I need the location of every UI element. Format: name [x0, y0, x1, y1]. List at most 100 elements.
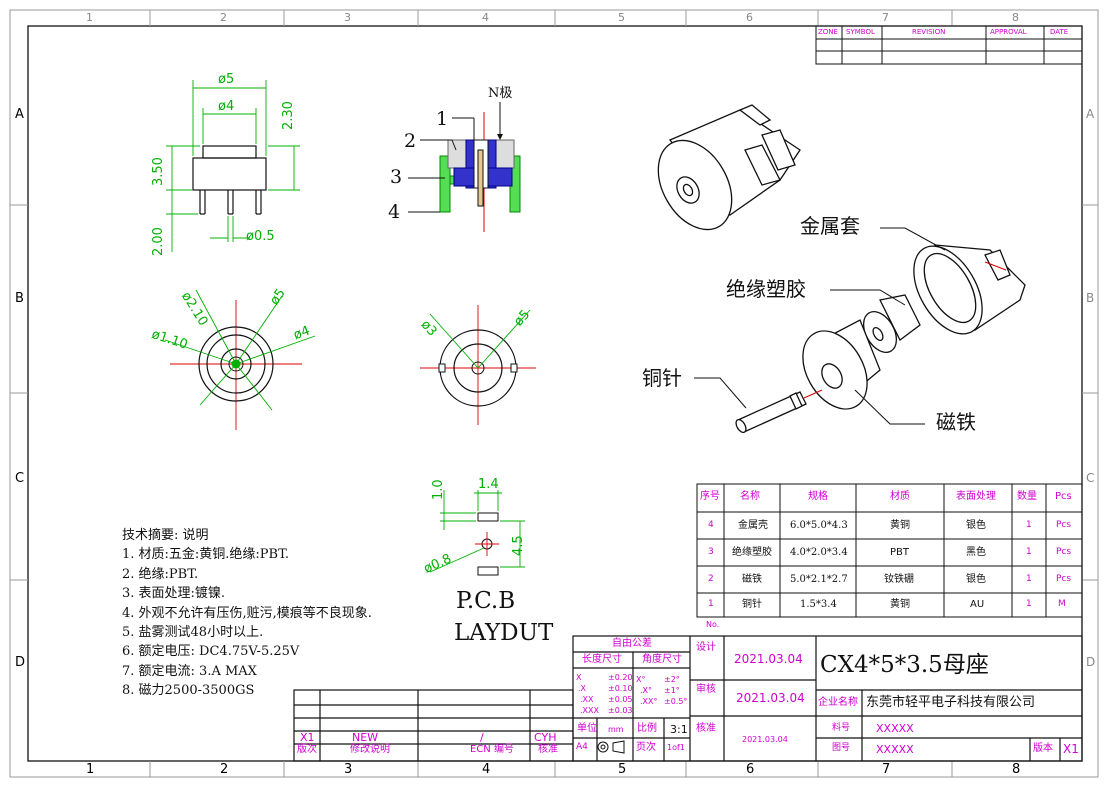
tol-len-key: .X — [578, 684, 587, 693]
bom-cell: Pcs — [1056, 547, 1072, 557]
tol-len-val: ±0.10 — [608, 684, 633, 693]
rev-head-approver: 核准 — [538, 744, 558, 755]
tech-notes: 技术摘要: 说明 1. 材质:五金:黄铜.绝缘:PBT. 2. 绝缘:PBT. … — [122, 526, 372, 701]
callout-2: 2 — [404, 130, 417, 152]
pcb-label-line2: LAYDUT — [454, 620, 554, 646]
bom-cell: 金属壳 — [738, 520, 768, 531]
zone-ticks — [10, 10, 1098, 777]
dim-p45: 4.5 — [511, 535, 526, 556]
rev-row-version: X1 — [300, 731, 315, 744]
scale-value: 3:1 — [670, 723, 688, 736]
bom-head-qty: 数量 — [1017, 491, 1037, 502]
rev-row-approver: CYH — [534, 731, 557, 744]
company-label: 企业名称 — [818, 697, 858, 708]
callout-1: 1 — [436, 108, 449, 130]
zone-label-bottom-4: 4 — [482, 762, 491, 777]
dim-h350: 3.50 — [151, 157, 166, 186]
bom-cell: 1 — [1026, 547, 1032, 557]
tol-len-val: ±0.05 — [608, 695, 633, 704]
scale-label: 比例 — [637, 723, 657, 734]
rev-head-approval: APPROVAL — [990, 28, 1027, 36]
bom-head-material: 材质 — [890, 491, 910, 502]
zone-label-left-b: B — [15, 291, 24, 306]
top-view-left — [164, 289, 316, 430]
tech-note-item: 4. 外观不允许有压伤,赃污,模痕等不良现象. — [122, 605, 372, 621]
bom-cell: 黑色 — [966, 547, 986, 558]
zone-label-bottom-6: 6 — [746, 762, 755, 777]
zone-label-bottom-3: 3 — [344, 762, 353, 777]
label-plastic: 绝缘塑胶 — [726, 277, 806, 301]
design-date: 2021.03.04 — [734, 652, 803, 666]
bom-cell: PBT — [890, 547, 909, 558]
callout-3: 3 — [390, 166, 403, 188]
bom-cell: Pcs — [1056, 520, 1072, 530]
zone-label-left-a: A — [15, 107, 24, 122]
zone-label-top-8: 8 — [1012, 11, 1019, 24]
tol-len-key: .XX — [580, 695, 594, 704]
tol-len-key: X — [576, 673, 582, 682]
front-view — [166, 80, 300, 252]
bom-cell: AU — [970, 599, 985, 610]
zone-label-bottom-7: 7 — [882, 762, 891, 777]
bom-cell: 钕铁硼 — [884, 574, 914, 585]
dim-h230: 2.30 — [281, 101, 296, 130]
part-value: XXXXX — [876, 722, 914, 735]
tol-len-val: ±0.03 — [608, 706, 633, 715]
tech-note-item: 6. 额定电压: DC4.75V-5.25V — [122, 644, 300, 660]
tol-ang-val: ±1° — [664, 686, 680, 695]
bom-cell: 银色 — [966, 574, 986, 585]
bom-cell: 磁铁 — [742, 574, 762, 585]
page-value: 1of1 — [667, 743, 685, 752]
unit-value: mm — [608, 725, 624, 734]
dim-p10: 1.0 — [431, 479, 446, 500]
label-metal-sleeve: 金属套 — [800, 214, 860, 238]
bom-cell: 绝缘塑胶 — [732, 547, 772, 558]
rev-head-zone: ZONE — [818, 28, 838, 36]
tol-ang-key: X° — [636, 675, 646, 684]
rev-head-date: DATE — [1050, 28, 1069, 36]
zone-label-right-a: A — [1086, 107, 1095, 121]
drawing-no-value: XXXXX — [876, 743, 914, 756]
tol-ang-head: 角度尺寸 — [642, 654, 682, 665]
rev-head-version: 版次 — [297, 744, 317, 755]
rev-head-revision: REVISION — [912, 28, 946, 36]
bom-head-finish: 表面处理 — [956, 491, 996, 502]
page-label: 页次 — [636, 742, 656, 753]
tech-note-item: 1. 材质:五金:黄铜.绝缘:PBT. — [122, 547, 290, 563]
tol-ang-val: ±0.5° — [664, 697, 688, 706]
zone-label-right-c: C — [1086, 471, 1095, 485]
zone-label-bottom-8: 8 — [1012, 762, 1021, 777]
rev-head-desc: 修改说明 — [350, 744, 390, 755]
tech-note-item: 7. 额定电流: 3.A MAX — [122, 663, 257, 679]
drawing-title: CX4*5*3.5母座 — [820, 652, 989, 678]
dim-d4: ø4 — [218, 99, 235, 114]
zone-label-top-5: 5 — [618, 11, 625, 24]
tech-note-item: 2. 绝缘:PBT. — [122, 566, 199, 582]
exploded-view — [657, 104, 1026, 434]
zone-label-right-b: B — [1086, 291, 1095, 305]
tech-note-item: 8. 磁力2500-3500GS — [122, 683, 255, 699]
approve-date: 2021.03.04 — [742, 735, 788, 744]
zone-label-bottom-1: 1 — [86, 762, 95, 777]
rev-head-symbol: SYMBOL — [846, 28, 875, 36]
bom-cell: 1 — [1026, 599, 1032, 609]
bom-cell: 黄铜 — [890, 599, 910, 610]
bom-cell: 4 — [708, 520, 714, 530]
section-view — [408, 102, 521, 232]
tol-len-key: .XXX — [580, 706, 599, 715]
zone-label-top-2: 2 — [220, 11, 227, 24]
tol-ang-key: .X° — [640, 686, 653, 695]
rev-row-desc: NEW — [352, 731, 379, 744]
review-label: 审核 — [696, 684, 716, 695]
bom-cell: 1 — [1026, 574, 1032, 584]
tol-ang-val: ±2° — [664, 675, 680, 684]
drawing-no-label: 图号 — [832, 743, 851, 753]
dim-d05: ø0.5 — [246, 229, 275, 244]
callout-4: 4 — [388, 201, 401, 223]
tol-len-val: ±0.20 — [608, 673, 633, 682]
tol-ang-key: .XX° — [640, 697, 658, 706]
zone-label-top-7: 7 — [882, 11, 889, 24]
bom-head-spec: 规格 — [808, 491, 828, 502]
bom-cell: Pcs — [1056, 574, 1072, 584]
